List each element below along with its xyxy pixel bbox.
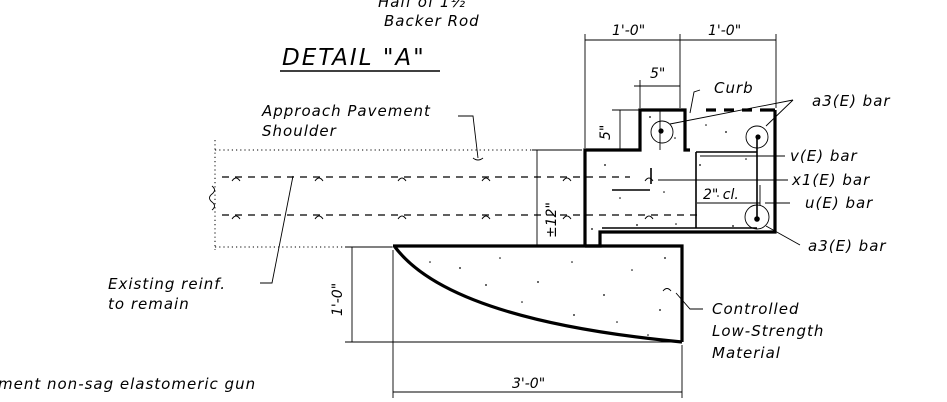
existing-pavement	[209, 140, 700, 250]
dim-top-right: 1'-0"	[708, 23, 741, 39]
detail-title: DETAIL "A"	[282, 45, 426, 71]
dim-curb-width: 5"	[650, 66, 665, 82]
dim-curb-height: 5"	[598, 125, 614, 140]
sealant-note: ment non-sag elastomeric gun	[0, 375, 256, 393]
clsm-label-line2: Low-Strength	[712, 322, 824, 340]
clsm-label-line3: Material	[712, 344, 781, 362]
concrete-stipple	[429, 116, 747, 336]
dim-base-depth: 1'-0"	[330, 283, 346, 316]
dim-slab-depth: ±12"	[544, 202, 560, 238]
curb-rebars	[602, 120, 770, 230]
rebar-hooks	[231, 177, 654, 220]
u-bar-label: u(E) bar	[805, 194, 873, 212]
existing-reinf-label: Existing reinf.	[108, 275, 226, 293]
curb-label: Curb	[714, 79, 754, 97]
clsm-label-line1: Controlled	[712, 300, 799, 318]
dim-top-left: 1'-0"	[612, 23, 645, 39]
x1-bar-label: x1(E) bar	[791, 171, 870, 189]
clear-cover-label: 2" cl.	[703, 187, 739, 203]
a3-bar-bottom-label: a3(E) bar	[808, 237, 887, 255]
shoulder-label: Shoulder	[262, 122, 337, 140]
backer-rod-label-line2: Backer Rod	[384, 12, 480, 30]
approach-pavement-label: Approach Pavement	[261, 102, 431, 120]
v-bar-label: v(E) bar	[790, 147, 858, 165]
clsm-curved-bottom	[393, 246, 683, 344]
leaders	[260, 89, 801, 310]
a3-bar-top-label: a3(E) bar	[812, 92, 891, 110]
dimensions-top: 1'-0" 1'-0" 5" 5"	[584, 23, 777, 150]
dim-base-width: 3'-0"	[512, 376, 545, 392]
backer-rod-label-line1: Half of 1½	[378, 0, 466, 11]
dimensions-left: ±12" 1'-0" 3'-0"	[330, 149, 683, 398]
break-symbol	[209, 185, 215, 211]
to-remain-label: to remain	[108, 295, 190, 313]
